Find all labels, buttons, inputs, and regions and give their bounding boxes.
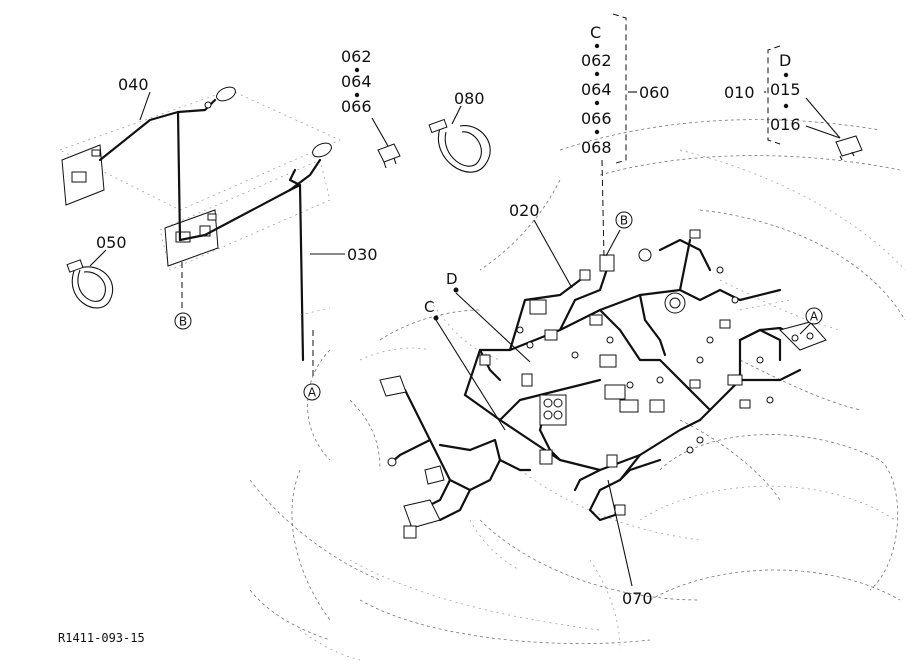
group-letter-d: D xyxy=(779,51,791,70)
connector-a-upper-left: A xyxy=(303,383,321,401)
leader-C xyxy=(435,319,506,431)
pointer-letter-d: D xyxy=(446,270,458,288)
callout-050: 050 xyxy=(96,233,127,252)
callout-080: 080 xyxy=(454,89,485,108)
group-brackets xyxy=(612,13,781,165)
callout-066-fuse: 066 xyxy=(341,97,372,116)
callout-labels: 040 050 030 062 064 066 080 020 062 064 … xyxy=(96,47,801,608)
machine-outline xyxy=(249,119,906,661)
group-letters: C D D C xyxy=(424,23,791,316)
callout-015: 015 xyxy=(770,80,801,99)
group-letter-c: C xyxy=(590,23,601,42)
relay-part xyxy=(835,135,863,161)
cable-tie-080 xyxy=(428,118,491,173)
leader-050 xyxy=(89,249,107,267)
callout-066-group: 066 xyxy=(581,109,612,128)
callout-020: 020 xyxy=(509,201,540,220)
leader-080 xyxy=(451,105,462,125)
right-sub-harness xyxy=(738,299,827,351)
callout-010: 010 xyxy=(724,83,755,102)
callout-068: 068 xyxy=(581,138,612,157)
leader-020 xyxy=(533,219,573,289)
leader-D xyxy=(455,292,531,363)
pointer-letter-c: C xyxy=(424,298,434,316)
callout-070: 070 xyxy=(622,589,653,608)
callout-064-group: 064 xyxy=(581,80,612,99)
callout-062-fuse: 062 xyxy=(341,47,372,66)
connector-markers: B A B A xyxy=(174,211,823,401)
instrument-harness xyxy=(59,86,341,378)
connector-b-center-label: B xyxy=(620,214,628,228)
callout-016: 016 xyxy=(770,115,801,134)
leader-fuse xyxy=(371,117,389,147)
callout-064-fuse: 064 xyxy=(341,72,372,91)
callout-040: 040 xyxy=(118,75,149,94)
leader-B xyxy=(605,229,621,257)
group-stack-dots xyxy=(354,43,789,321)
connector-a-right-label: A xyxy=(810,310,819,324)
connector-a-right: A xyxy=(805,307,823,325)
reference-number: R1411-093-15 xyxy=(58,631,145,645)
connector-b-upper-left-label: B xyxy=(179,315,187,329)
fuse-part xyxy=(377,143,401,169)
leader-lines xyxy=(89,91,841,587)
bracket-060 xyxy=(612,13,627,165)
leader-A xyxy=(799,321,813,335)
connector-b-center: B xyxy=(615,211,633,229)
connector-b-upper-left: B xyxy=(174,312,192,330)
callout-030: 030 xyxy=(347,245,378,264)
leader-016 xyxy=(805,125,841,139)
callout-060: 060 xyxy=(639,83,670,102)
leader-070 xyxy=(607,479,633,587)
callout-062-group: 062 xyxy=(581,51,612,70)
main-harness xyxy=(463,229,802,522)
leader-015 xyxy=(805,97,841,139)
connector-a-upper-left-label: A xyxy=(308,386,317,400)
cable-tie-050 xyxy=(66,259,114,309)
lower-left-harness xyxy=(349,347,532,571)
leader-040 xyxy=(139,91,151,121)
leader-060-column xyxy=(601,159,605,259)
